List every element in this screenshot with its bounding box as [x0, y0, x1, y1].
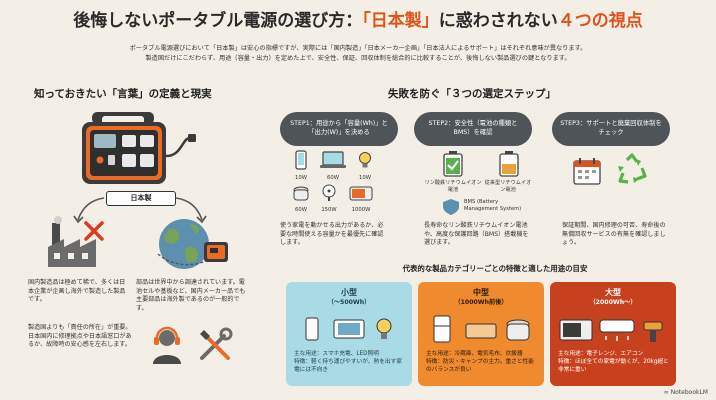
- large-category-use: 主な用途：電子レンジ、エアコン: [558, 351, 644, 357]
- microwave-device: 1000W: [344, 184, 378, 213]
- medium-category-name: 中型: [473, 288, 489, 297]
- title-highlight-four: ４つの視点: [557, 11, 643, 31]
- step2-text: 長寿命なリン酸鉄リチウムイオン電池や、高度な保護回路（BMS）搭載機を選びます。: [424, 222, 529, 247]
- small-category-body: 主な用途：スマホ充電、LED照明 特徴：軽く持ち運びやすいが、熱を出す家電には不…: [294, 350, 406, 375]
- rice-cooker-device: 60W: [290, 184, 312, 213]
- recycle-icon: [618, 153, 647, 184]
- intro-line-2: 製造国だけにこだわらず、用途（容量・出力）を定めた上で、安全性、保証、回収体制を…: [145, 55, 571, 62]
- small-category-card: 小型 （〜500Wh） 主な用途：スマホ充電、LED照明 特徴：軽く持ち運びやす…: [286, 282, 412, 386]
- split-arrows: [73, 197, 207, 224]
- calendar-icon: [573, 158, 601, 185]
- large-category-title: 大型 （2000Wh〜）: [550, 288, 676, 308]
- factory-icon: [48, 216, 104, 267]
- left-heading: 知っておきたい「言葉」の定義と現実: [34, 88, 212, 100]
- notebooklm-label: NotebookLM: [670, 389, 708, 396]
- large-category-feature: 特徴：ほぼ全ての家電が動くが、20kg超と非常に重い: [558, 359, 669, 374]
- small-category-use: 主な用途：スマホ充電、LED照明: [294, 351, 379, 357]
- large-category-card: 大型 （2000Wh〜） 主な用途：電子レンジ、エアコン 特徴：ほぼ全ての家電が…: [550, 282, 676, 386]
- support-responsibility-text: 製造国よりも「責任の所在」が重要。日本国内に修理拠点や日本語窓口があるか、故障時…: [28, 324, 132, 349]
- large-category-name: 大型: [605, 288, 621, 297]
- global-parts-text: 部品は世界中から調達されています。電池セルや基板など、国内メーカー品でも主要部品…: [136, 279, 246, 312]
- device-watt-label: 60W: [327, 175, 339, 181]
- small-category-icons: [305, 317, 392, 341]
- large-category-icons: [559, 319, 663, 342]
- step3-text: 保証期間、国内修理の可否、寿命後の無償回収サービスの有無を確認しましょう。: [562, 222, 666, 247]
- title-part-3: に惑わされない: [438, 11, 558, 31]
- page-title: 後悔しないポータブル電源の選び方：「日本製」に惑わされない４つの視点: [0, 6, 716, 31]
- medium-category-body: 主な用途：冷蔵庫、電気毛布、炊飯器 特徴：防災・キャンプの主力。重さと性能のバラ…: [426, 350, 538, 375]
- device-watt-label: 150W: [321, 207, 337, 213]
- smartphone-device: 10W: [290, 150, 312, 181]
- li-ion-battery-label: 従来型リチウムイオン電池: [484, 180, 532, 193]
- laptop-device: 60W: [318, 150, 348, 181]
- light-bulb-icon: [359, 152, 371, 168]
- intro-text: ポータブル電源選びにおいて「日本製」は安心の指標ですが、実際には「国内製造」「日…: [60, 44, 656, 64]
- small-category-feature: 特徴：軽く持ち運びやすいが、熱を出す家電には不向き: [294, 359, 402, 374]
- step3-pill: STEP3：サポートと廃棄回収体制をチェック: [552, 112, 670, 146]
- fan-icon: [322, 184, 336, 201]
- categories-heading: 代表的な製品カテゴリーごとの特徴と適した用途の目安: [402, 264, 588, 273]
- notebooklm-logo-icon: ∞: [663, 389, 671, 396]
- title-part-1: 後悔しないポータブル電源の選び方：: [73, 11, 363, 31]
- smartphone-icon: [295, 150, 307, 170]
- small-category-name: 小型: [341, 288, 357, 297]
- globe-icon: [157, 219, 228, 269]
- small-category-title: 小型 （〜500Wh）: [286, 288, 412, 308]
- medium-category-range: （1000Wh前後）: [454, 299, 508, 306]
- small-category-range: （〜500Wh）: [327, 299, 371, 306]
- large-category-body: 主な用途：電子レンジ、エアコン 特徴：ほぼ全ての家電が動くが、20kg超と非常に…: [558, 350, 670, 375]
- lfp-battery-icon: [443, 151, 463, 177]
- light-bulb-device: 10W: [354, 150, 376, 181]
- device-watt-label: 60W: [295, 207, 307, 213]
- device-watt-label: 10W: [359, 175, 371, 181]
- rice-cooker-icon: [293, 186, 309, 201]
- steps-heading: 失敗を防ぐ「３つの選定ステップ」: [388, 88, 556, 100]
- intro-line-1: ポータブル電源選びにおいて「日本製」は安心の指標ですが、実際には「国内製造」「日…: [129, 45, 587, 52]
- medium-category-use: 主な用途：冷蔵庫、電気毛布、炊飯器: [426, 351, 523, 357]
- repair-tools-icon: [200, 327, 233, 360]
- medium-category-feature: 特徴：防災・キャンプの主力。重さと性能のバランスが良い: [426, 359, 534, 374]
- li-ion-battery-icon: [499, 151, 519, 177]
- domestic-production-text: 国内製造品は極めて稀で、多くは日本企業が企画し海外で製造した製品です。: [28, 279, 126, 304]
- device-watt-label: 1000W: [351, 207, 371, 213]
- device-watt-label: 10W: [295, 175, 307, 181]
- medium-category-icons: [433, 315, 530, 343]
- step1-pill: STEP1：用途から「容量(Wh)」と「出力(W)」を決める: [280, 112, 398, 146]
- title-highlight-japan: 「日本製」: [362, 11, 439, 31]
- portable-power-station-icon: [82, 112, 196, 184]
- medium-category-card: 中型 （1000Wh前後） 主な用途：冷蔵庫、電気毛布、炊飯器 特徴：防災・キャ…: [418, 282, 544, 386]
- large-category-range: （2000Wh〜）: [589, 299, 637, 306]
- japan-made-label: 日本製: [106, 191, 176, 206]
- step2-pill: STEP2：安全性（電池の種類とBMS）を確認: [414, 112, 532, 146]
- fan-device: 150W: [318, 184, 340, 213]
- support-agent-icon: [153, 326, 181, 364]
- microwave-icon: [349, 186, 373, 201]
- notebooklm-watermark: ∞ NotebookLM: [664, 389, 708, 396]
- shield-icon: [443, 199, 459, 215]
- step1-text: 使う家電を動かせる出力があるか、必要な時間使える容量かを最優先に確認します。: [280, 222, 384, 247]
- lfp-battery-label: リン酸鉄リチウムイオン電池: [424, 180, 482, 193]
- laptop-icon: [320, 151, 346, 168]
- bms-label: BMS (Battery Management System): [464, 199, 522, 212]
- medium-category-title: 中型 （1000Wh前後）: [418, 288, 544, 308]
